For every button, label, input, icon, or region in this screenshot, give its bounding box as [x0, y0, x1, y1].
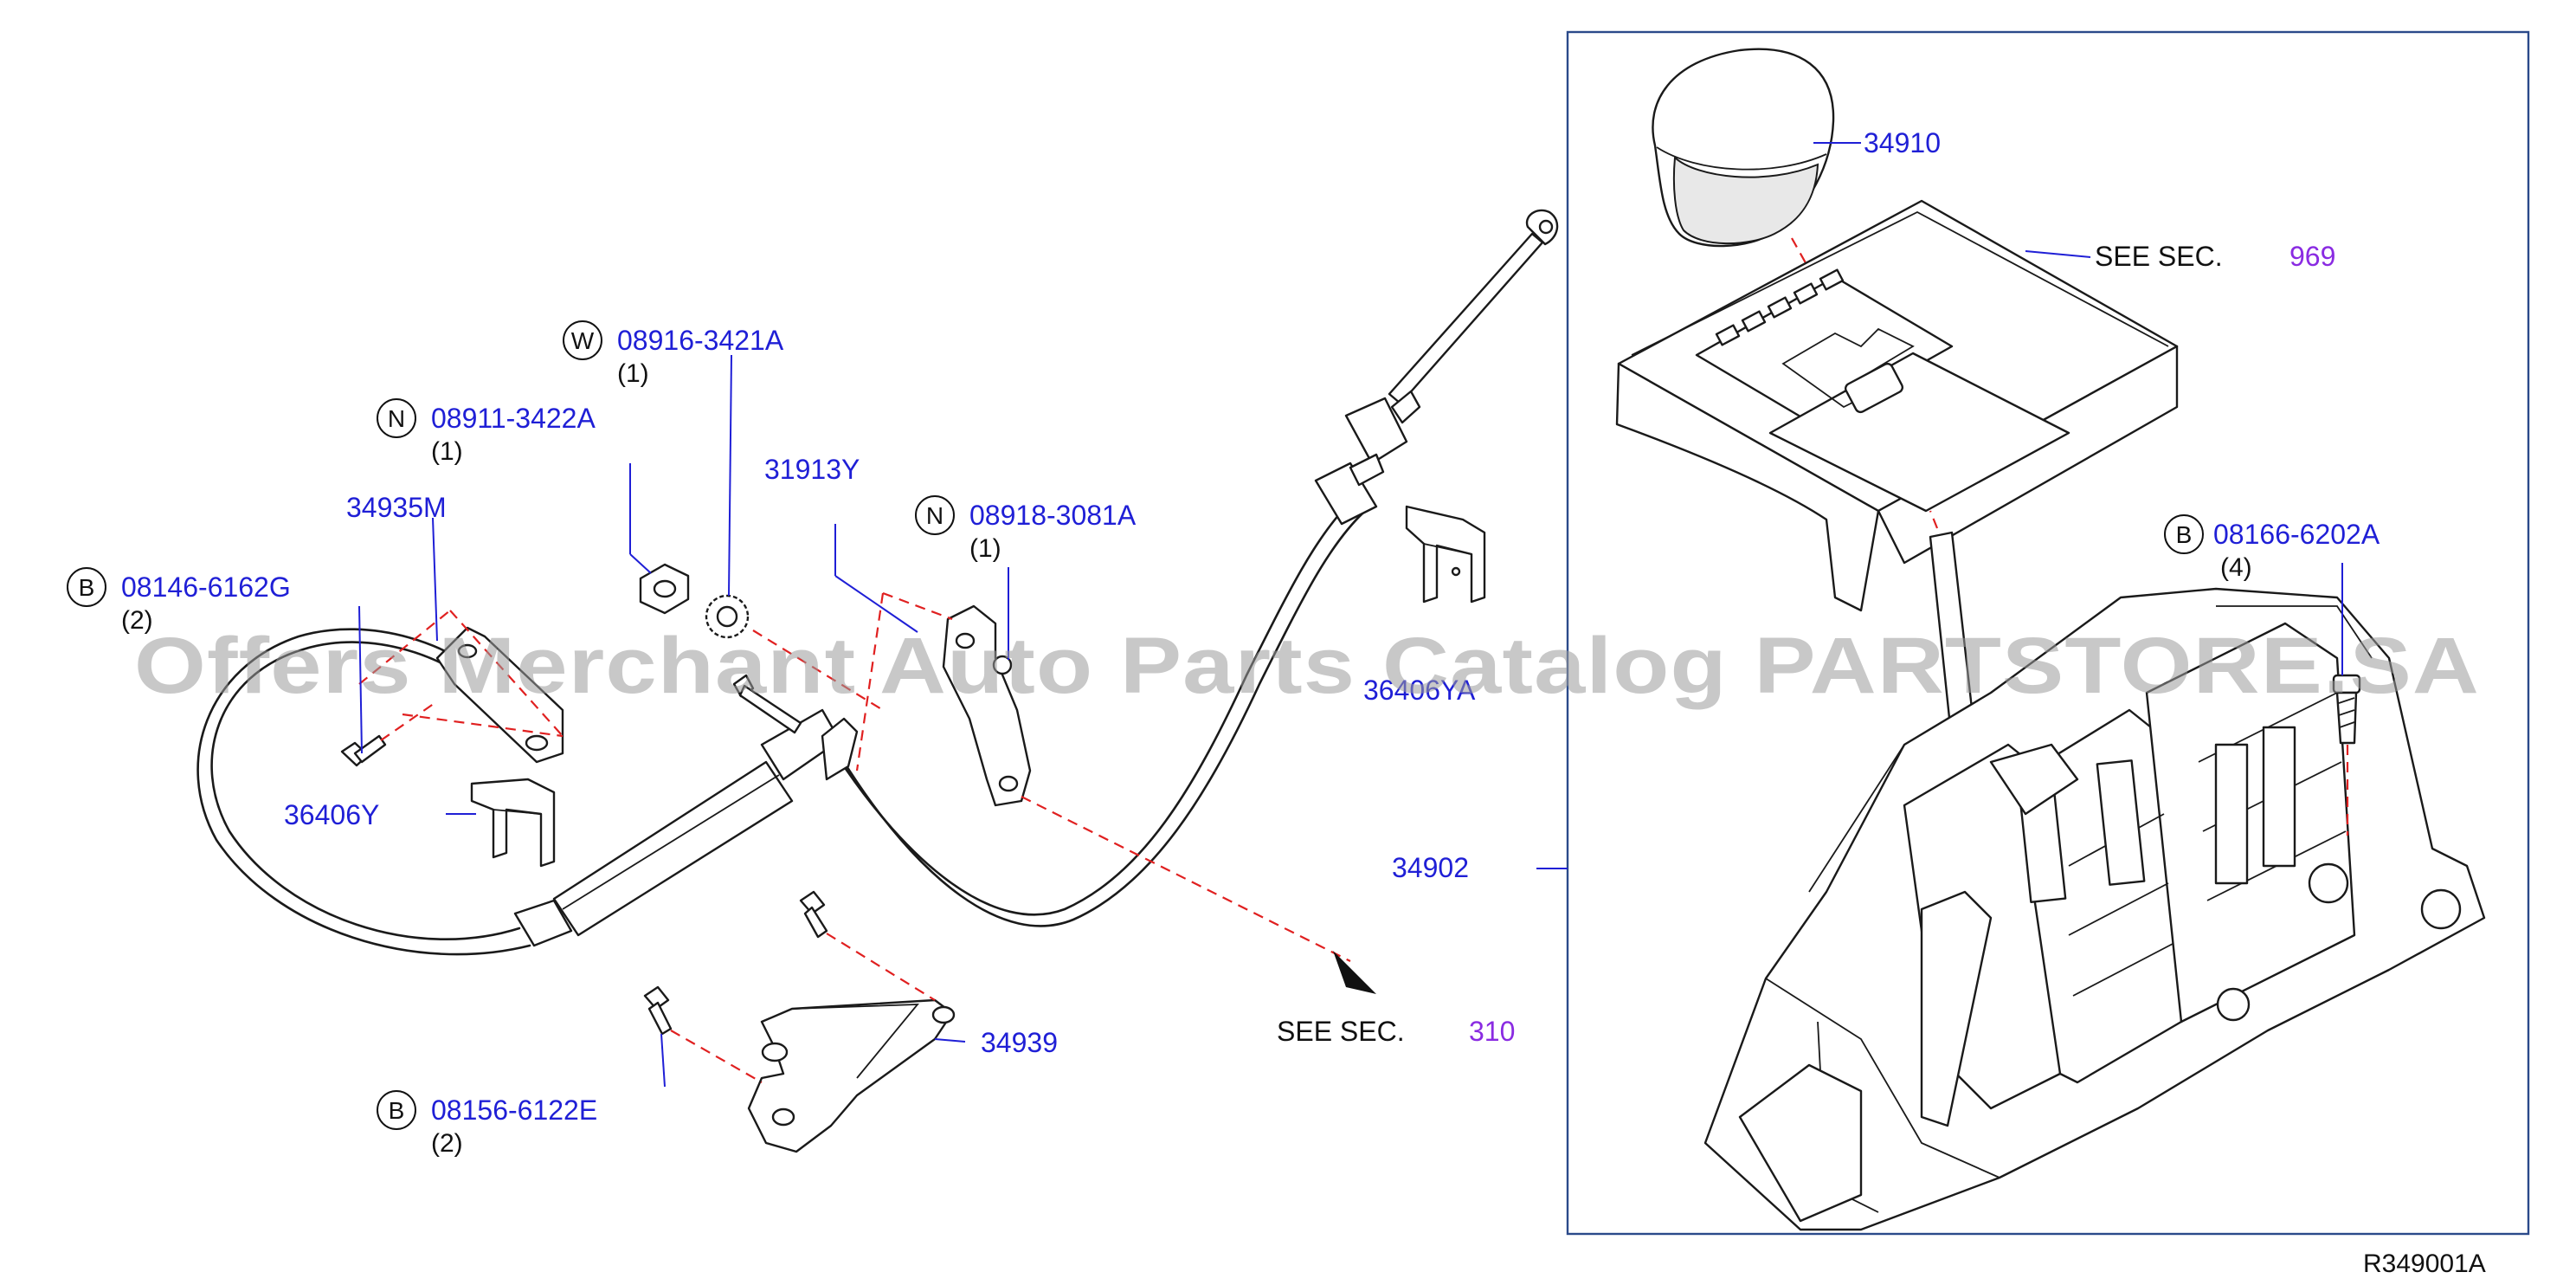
bolt-08156-6122E-b [643, 985, 763, 1083]
badge-circle-n-08911 [377, 398, 416, 438]
label-08146-6162G[interactable]: 08146-6162G [121, 571, 291, 603]
watermark-text: Offers Merchant Auto Parts Catalog PARTS… [134, 622, 2480, 710]
clip-36406YA [1405, 505, 1486, 604]
label-sec-310-number[interactable]: 310 [1469, 1016, 1515, 1047]
badge-circle-b-08166 [2164, 514, 2204, 554]
label-08911-3422A[interactable]: 08911-3422A [431, 403, 596, 434]
label-08916-3421A[interactable]: 08916-3421A [617, 325, 784, 356]
bracket-34939 [747, 998, 956, 1153]
label-see-sec-310: SEE SEC. [1277, 1016, 1405, 1047]
inset-frame [1566, 30, 2530, 1236]
badge-circle-b-08156 [377, 1090, 416, 1130]
clip-36406Y [470, 778, 556, 868]
badge-w-08916: W [571, 327, 595, 354]
qty-08146-6162G: (2) [121, 606, 153, 635]
bracket-plate-34935M [358, 610, 564, 764]
badge-n-08911: N [388, 405, 405, 432]
label-08156-6122E[interactable]: 08156-6122E [431, 1095, 597, 1126]
label-36406Y: 36406Y [284, 799, 379, 830]
console-finisher [1615, 199, 2179, 612]
label-36406YA: 36406YA [1363, 675, 1476, 706]
label-see-sec-969: SEE SEC. [2095, 241, 2223, 272]
bolt-08146-6162G [340, 701, 438, 767]
badge-circle-w-08916 [563, 320, 602, 360]
qty-08918-3081A: (1) [969, 534, 1001, 563]
pin-stud [732, 674, 802, 734]
bolt-08166-6202A [2332, 674, 2361, 836]
qty-08911-3422A: (1) [431, 437, 463, 466]
badge-b-08166: B [2176, 521, 2193, 548]
label-31913Y: 31913Y [764, 454, 860, 485]
control-device-assembly [1703, 510, 2486, 1231]
label-08918-3081A[interactable]: 08918-3081A [969, 500, 1137, 531]
badge-circle-b-08146 [67, 567, 106, 607]
badge-b-08156: B [389, 1097, 405, 1124]
qty-08156-6122E: (2) [431, 1129, 463, 1158]
label-08166-6202A[interactable]: 08166-6202A [2213, 519, 2380, 550]
badge-n-08918: N [926, 502, 943, 529]
qty-08166-6202A: (4) [2220, 553, 2252, 582]
control-cable [196, 209, 1559, 956]
bolt-08156-6122E-a [799, 890, 936, 1001]
diagram-reference-code: R349001A [2363, 1249, 2486, 1278]
bracket-31913Y [821, 591, 1351, 962]
label-34902: 34902 [1392, 852, 1469, 883]
badge-circle-n-08918 [915, 495, 955, 535]
qty-08916-3421A: (1) [617, 359, 649, 388]
arrow-to-sec-310 [1333, 951, 1376, 994]
label-34910: 34910 [1864, 127, 1941, 158]
shift-knob [1652, 48, 1853, 347]
label-sec-969-number[interactable]: 969 [2289, 241, 2335, 272]
badge-b-08146: B [79, 574, 95, 601]
label-34935M: 34935M [346, 492, 447, 523]
lock-washer-08916-3421A [705, 594, 884, 711]
label-34939: 34939 [981, 1027, 1058, 1058]
nut-08911-3422A [639, 563, 690, 615]
leader-lines [358, 142, 2343, 1088]
